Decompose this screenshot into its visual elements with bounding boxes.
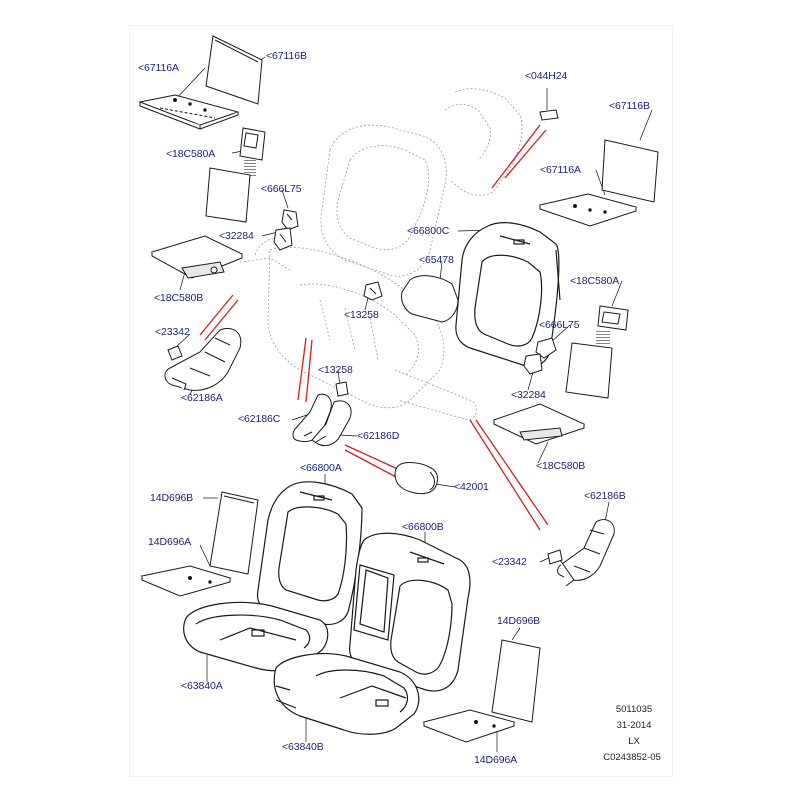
callout-18C580B-left: <18C580B: [154, 292, 204, 304]
footer-ref-number: 5011035: [615, 704, 653, 715]
callout-13258-low: <13258: [318, 364, 353, 376]
callout-67116B-right: <67116B: [609, 100, 650, 112]
footer-date: 31-2014: [616, 720, 652, 731]
callout-044H24: <044H24: [525, 70, 568, 82]
seatback-66800C: [455, 222, 561, 367]
callout-23342-right: <23342: [492, 556, 527, 568]
clip-13258-mid: [363, 281, 383, 301]
callout-67116A-right: <67116A: [540, 164, 581, 176]
seatback-66800A: [256, 481, 363, 626]
callout-62186A: <62186A: [181, 392, 223, 404]
callout-62186D: <62186D: [357, 430, 400, 442]
callout-23342-left: <23342: [155, 326, 190, 338]
callout-32284-right: <32284: [511, 389, 546, 401]
trim-62186C-62186D: [292, 381, 352, 447]
trim-62186B: [547, 519, 615, 587]
cushion-63840B: [273, 653, 420, 735]
callout-14D696B-left: 14D696B: [150, 492, 194, 504]
callout-13258-mid: <13258: [344, 309, 379, 321]
callout-66800A: <66800A: [300, 462, 342, 474]
callout-14D696A-right: 14D696A: [474, 754, 518, 766]
heater-18C580A-right: [565, 305, 629, 399]
callout-62186C: <62186C: [238, 413, 281, 425]
leader-lines: [199, 124, 549, 531]
board-14D696A-left: [140, 565, 232, 597]
bracket-666L75-right: [523, 337, 557, 375]
callout-32284-left: <32284: [219, 230, 254, 242]
callout-62186B: <62186B: [584, 490, 626, 502]
callout-14D696A-left: 14D696A: [148, 536, 192, 548]
footer-model-code: LX: [628, 736, 640, 747]
callout-18C580A-left: <18C580A: [166, 148, 216, 160]
callout-14D696B-right: 14D696B: [497, 615, 541, 627]
callout-67116A-top: <67116A: [138, 62, 179, 74]
bracket-666L75-left: [273, 209, 299, 251]
callout-42001: <42001: [454, 481, 489, 493]
heater-18C580B-left: [150, 235, 244, 279]
pad-67116-right: [538, 139, 659, 227]
seatback-66800B: [349, 532, 471, 692]
callout-63840B: <63840B: [282, 741, 324, 753]
pad-67116-left: [138, 35, 263, 130]
cushion-63840A: [183, 601, 329, 672]
footer-illustration-id: C0243852-05: [603, 752, 661, 763]
callout-66800B: <66800B: [402, 521, 444, 533]
callout-65478: <65478: [419, 254, 454, 266]
armrest-42001: [394, 462, 438, 495]
callout-666L75-left: <666L75: [261, 183, 302, 195]
callout-67116B-top: <67116B: [266, 50, 307, 62]
heater-18C580A-left: [205, 127, 266, 223]
heater-18C580B-right: [492, 403, 586, 445]
callout-66800C: <66800C: [407, 225, 450, 237]
callout-63840A: <63840A: [181, 680, 223, 692]
cushion-65478: [401, 275, 459, 323]
board-14D696A-right: [422, 709, 516, 743]
callout-18C580B-right: <18C580B: [536, 460, 586, 472]
board-14D696B-right: [491, 639, 541, 723]
board-14D696B-left: [209, 491, 259, 575]
callout-666L75-right: <666L75: [539, 319, 580, 331]
trim-62186A: [164, 327, 242, 391]
callout-18C580A-right: <18C580A: [570, 275, 620, 287]
ghost-seat-outline: [239, 88, 523, 421]
tag-044H24: [539, 109, 559, 121]
